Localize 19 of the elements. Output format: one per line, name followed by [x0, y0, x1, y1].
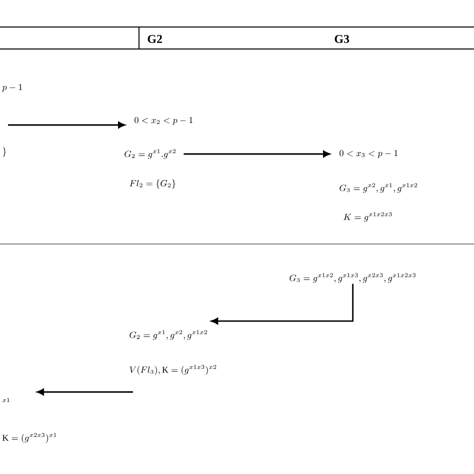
- arrow: [210, 284, 354, 324]
- formula: $V(Fl_3), \mathrm{K} = (g^{x1x3})^{x2}$: [130, 364, 216, 375]
- column-header: G2: [148, 34, 162, 43]
- arrow: [36, 388, 133, 396]
- formula: $0<x_3<p-1$: [340, 150, 398, 158]
- formula: $Fl_2 = \{G_2\}$: [130, 180, 176, 188]
- formula: $G_3 = g^{x2}, g^{x1}, g^{x1x2}$: [340, 183, 418, 193]
- formula: $G_2 = g^{x1}, g^{x2}, g^{x1x2}$: [130, 330, 208, 340]
- formula: $^{x1}$: [2, 398, 10, 402]
- arrow: [8, 122, 126, 128]
- formula: $G_3 = g^{x1x2}, g^{x1x3}, g^{x2x3}, g^{x1x2x3}$: [290, 273, 416, 283]
- formula: $0<x_2<p-1$: [134, 117, 193, 125]
- arrow: [184, 150, 330, 158]
- formula: $\}$: [2, 148, 6, 156]
- formula: $G_2 = g^{x1}.g^{x2}$: [124, 149, 176, 159]
- formula: $p-1$: [2, 84, 22, 92]
- column-header: G3: [334, 34, 350, 43]
- formula: $K = g^{x1x2x3}$: [344, 212, 392, 222]
- formula: $\mathrm{K} = (g^{x2x3})^{x1}$: [2, 432, 56, 443]
